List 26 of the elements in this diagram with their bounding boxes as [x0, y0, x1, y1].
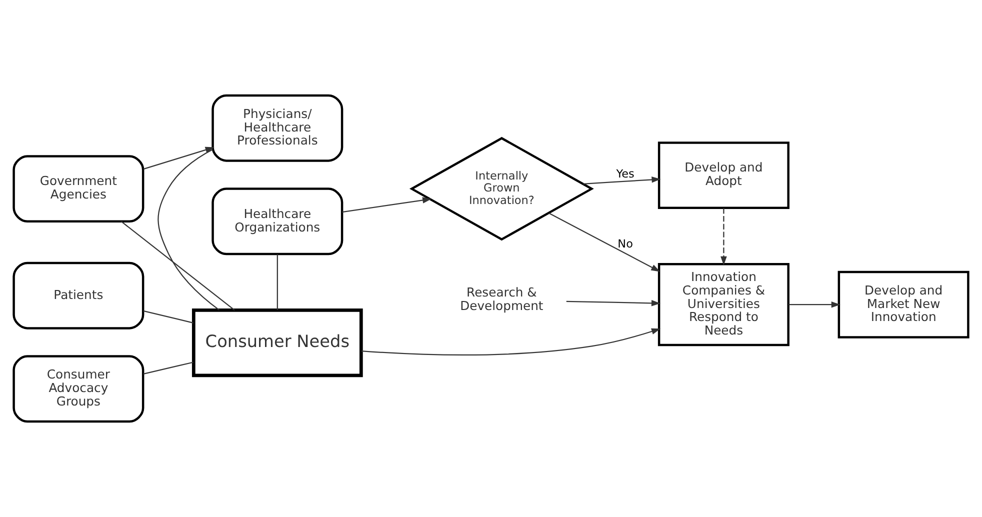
arrow [583, 176, 661, 184]
connector [143, 362, 194, 374]
node-text: Research & Development [460, 285, 544, 313]
node-box: Consumer Advocacy Groups [12, 355, 144, 423]
edge-label: Yes [616, 168, 634, 181]
connector [120, 221, 235, 311]
node-box: Patients [12, 262, 144, 330]
arrow [788, 301, 840, 308]
connector [158, 149, 220, 310]
node-diamond: Internally Grown Innovation? [409, 136, 594, 241]
node-box: Physicians/ Healthcare Professionals [212, 94, 344, 162]
arrow [361, 328, 661, 356]
node-box: Government Agencies [12, 155, 144, 223]
node-box: Develop and Market New Innovation [838, 270, 970, 338]
node-box: Consumer Needs [192, 308, 363, 378]
arrow [548, 212, 660, 272]
node-box: Healthcare Organizations [212, 188, 344, 256]
node-box: Develop and Adopt [658, 142, 790, 210]
edge-label: No [618, 237, 633, 250]
node-box: Innovation Companies & Universities Respond to Needs [658, 263, 790, 346]
connector [143, 310, 194, 324]
arrow [143, 146, 214, 170]
arrow [566, 300, 660, 306]
arrow [720, 208, 727, 266]
arrow [342, 197, 432, 213]
connector [276, 254, 278, 310]
